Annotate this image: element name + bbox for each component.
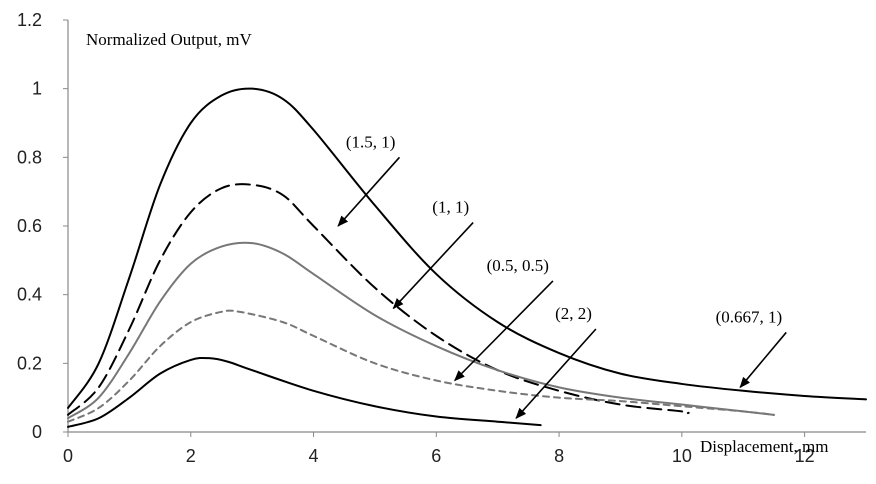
axes: [67, 20, 866, 433]
y-axis-title: Normalized Output, mV: [86, 30, 252, 49]
y-tick-label: 1.2: [17, 10, 42, 30]
series-line-s_15_1: [67, 183, 690, 416]
x-tick-label: 4: [309, 446, 319, 466]
series-line-s_1_1: [67, 241, 775, 420]
annotation-label: (1, 1): [432, 198, 469, 217]
x-tick-label: 2: [186, 446, 196, 466]
y-tick-label: 0: [32, 422, 42, 442]
y-tick-label: 0.8: [17, 147, 42, 167]
x-tick-label: 10: [672, 446, 692, 466]
x-axis-title: Displacement, mm: [700, 437, 828, 456]
series-line-s_2_2: [67, 356, 542, 428]
annotations: (1.5, 1) (1, 1) (0.5, 0.5) (2, 2) (0.667, 1): [337, 132, 787, 420]
series-line-s_0667_1: [67, 87, 867, 409]
y-tick-label: 0.6: [17, 216, 42, 236]
series-line-s_05_05: [67, 309, 775, 423]
annotation-arrow: [337, 156, 401, 227]
ticks: 0 2 4 6 8 10 12 0 0.2 0.4 0.6 0.8 1 1.2: [17, 10, 815, 466]
annotation-label: (0.667, 1): [716, 307, 783, 326]
annotation-label: (2, 2): [555, 304, 592, 323]
annotation-arrow: [392, 222, 474, 310]
y-tick-label: 0.4: [17, 285, 42, 305]
series-lines: [67, 87, 867, 428]
y-tick-label: 0.2: [17, 353, 42, 373]
x-tick-label: 0: [63, 446, 73, 466]
x-tick-label: 8: [554, 446, 564, 466]
annotation-label: (0.5, 0.5): [487, 256, 549, 275]
x-tick-label: 12: [795, 446, 815, 466]
annotation-arrow: [739, 331, 787, 389]
y-tick-label: 1: [32, 79, 42, 99]
annotation-label: (1.5, 1): [346, 132, 396, 151]
annotation-arrow: [515, 328, 597, 420]
annotation-arrow: [454, 280, 554, 382]
x-tick-label: 6: [431, 446, 441, 466]
